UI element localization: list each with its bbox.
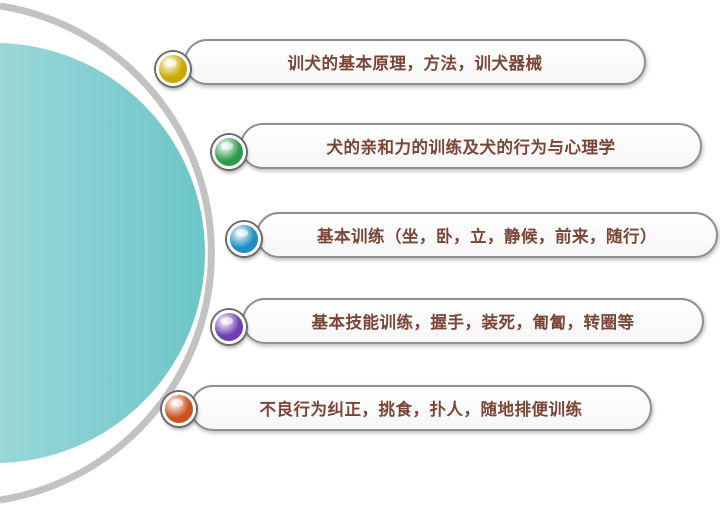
item-4-label: 基本技能训练，握手，装死，匍匐，转圈等 xyxy=(311,313,635,332)
teal-circle xyxy=(0,43,205,463)
item-5-label: 不良行为纠正，挑食，扑人，随地排便训练 xyxy=(259,400,583,419)
item-3-dot-icon xyxy=(227,222,261,256)
item-4-box: 基本技能训练，握手，装死，匍匐，转圈等 xyxy=(242,298,704,344)
item-3-label: 基本训练（坐，卧，立，静候，前来，随行） xyxy=(317,227,657,246)
item-2-label: 犬的亲和力的训练及犬的行为与心理学 xyxy=(326,138,616,157)
item-1-label: 训犬的基本原理，方法，训犬器械 xyxy=(287,54,543,73)
item-1-dot-icon xyxy=(156,52,190,86)
item-5-box: 不良行为纠正，挑食，扑人，随地排便训练 xyxy=(190,385,652,431)
item-2-box: 犬的亲和力的训练及犬的行为与心理学 xyxy=(240,123,702,169)
item-1-box: 训犬的基本原理，方法，训犬器械 xyxy=(184,39,646,85)
item-5-dot-icon xyxy=(162,392,196,426)
item-4-dot-icon xyxy=(212,310,246,344)
item-3-box: 基本训练（坐，卧，立，静候，前来，随行） xyxy=(256,212,718,258)
outer-arc xyxy=(0,2,215,504)
item-2-dot-icon xyxy=(212,135,246,169)
